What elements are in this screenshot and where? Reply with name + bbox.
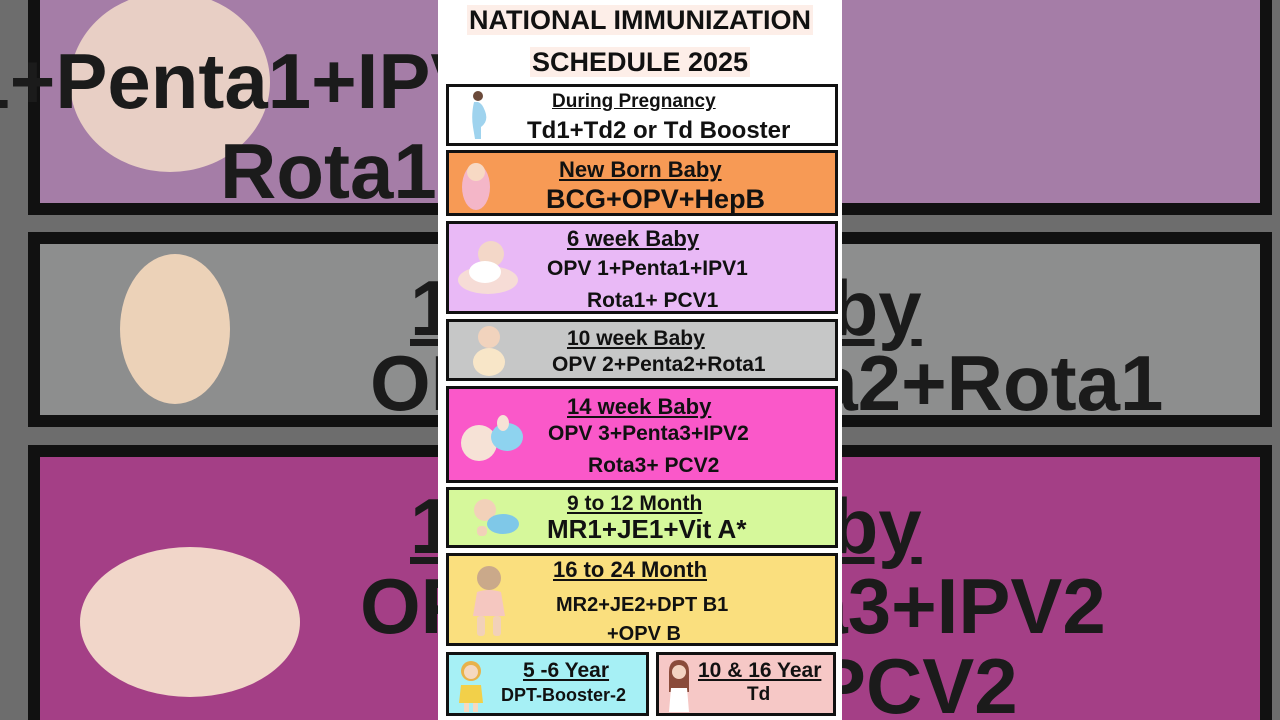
schedule-heading: 6 week Baby bbox=[567, 226, 700, 251]
schedule-9-to-12-month: 9 to 12 Month MR1+JE1+Vit A* bbox=[446, 487, 838, 548]
schedule-16-to-24-month: 16 to 24 Month MR2+JE2+DPT B1 +OPV B bbox=[446, 553, 838, 646]
walking-toddler-icon bbox=[473, 566, 505, 636]
vaccine-list: Td1+Td2 or Td Booster bbox=[527, 117, 791, 144]
sitting-baby-icon bbox=[473, 326, 505, 376]
pregnant-woman-icon bbox=[472, 91, 487, 139]
page-title-line1: NATIONAL IMMUNIZATION bbox=[467, 5, 813, 35]
vaccine-list: +OPV B bbox=[607, 623, 681, 645]
schedule-heading: 14 week Baby bbox=[567, 394, 712, 419]
teen-girl-icon bbox=[669, 660, 689, 712]
schedule-10-week: 10 week Baby OPV 2+Penta2+Rota1 bbox=[446, 319, 838, 381]
girl-child-icon bbox=[459, 661, 483, 712]
vaccine-list: Rota1+ PCV1 bbox=[587, 289, 719, 312]
vaccine-list: OPV 3+Penta3+IPV2 bbox=[548, 422, 749, 445]
crawling-baby-icon bbox=[474, 499, 519, 536]
vaccine-list: MR2+JE2+DPT B1 bbox=[556, 594, 729, 616]
schedule-heading: 10 & 16 Year bbox=[698, 659, 822, 682]
schedule-heading: 10 week Baby bbox=[567, 327, 705, 350]
schedule-heading: New Born Baby bbox=[559, 157, 722, 182]
schedule-10-and-16-year: 10 & 16 Year Td bbox=[656, 652, 836, 716]
vaccine-list: Rota3+ PCV2 bbox=[588, 454, 720, 477]
schedule-newborn: New Born Baby BCG+OPV+HepB bbox=[446, 150, 838, 216]
schedule-pregnancy: During Pregnancy Td1+Td2 or Td Booster bbox=[446, 84, 838, 146]
lying-baby-icon bbox=[461, 415, 523, 461]
schedule-5-to-6-year: 5 -6 Year DPT-Booster-2 bbox=[446, 652, 649, 716]
schedule-heading: 5 -6 Year bbox=[523, 659, 610, 682]
schedule-heading: 16 to 24 Month bbox=[553, 557, 708, 582]
baby-in-hands-icon bbox=[458, 241, 518, 294]
schedule-heading: During Pregnancy bbox=[552, 91, 716, 112]
background-baby-image bbox=[80, 547, 300, 697]
immunization-schedule-card: NATIONAL IMMUNIZATION SCHEDULE 2025 Duri… bbox=[438, 0, 842, 720]
swaddled-baby-icon bbox=[462, 163, 490, 210]
vaccine-list: Td bbox=[747, 684, 771, 705]
vaccine-list: BCG+OPV+HepB bbox=[546, 184, 766, 214]
vaccine-list: MR1+JE1+Vit A* bbox=[547, 514, 747, 544]
schedule-heading: 9 to 12 Month bbox=[567, 492, 703, 515]
page-title-line2: SCHEDULE 2025 bbox=[529, 47, 751, 77]
background-baby-image bbox=[120, 254, 230, 404]
background-baby-image bbox=[70, 0, 270, 172]
schedule-14-week: 14 week Baby OPV 3+Penta3+IPV2 Rota3+ PC… bbox=[446, 386, 838, 483]
schedule-6-week: 6 week Baby OPV 1+Penta1+IPV1 Rota1+ PCV… bbox=[446, 221, 838, 314]
vaccine-list: OPV 1+Penta1+IPV1 bbox=[547, 257, 748, 280]
vaccine-list: DPT-Booster-2 bbox=[501, 685, 627, 705]
vaccine-list: OPV 2+Penta2+Rota1 bbox=[552, 353, 766, 376]
